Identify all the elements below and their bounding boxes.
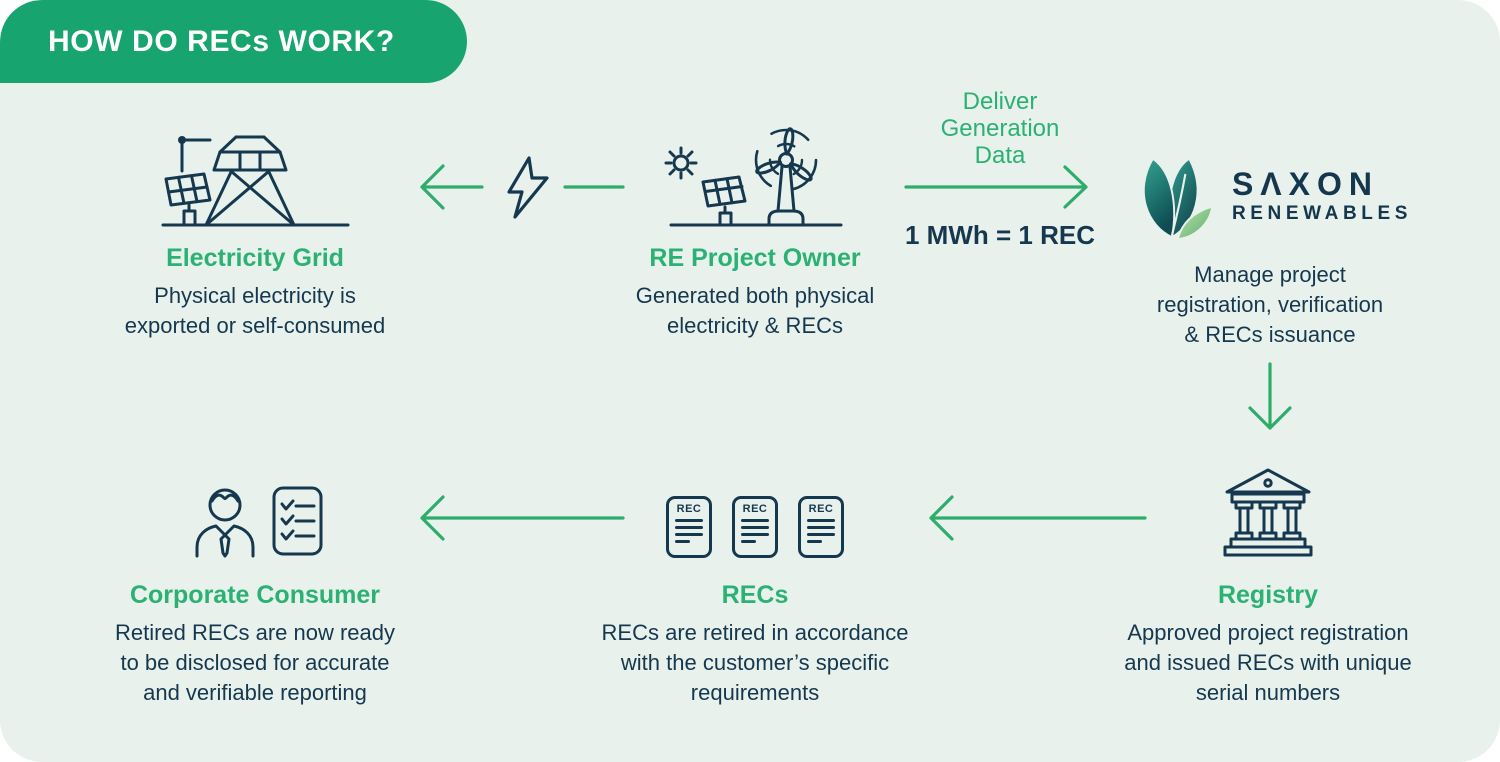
node-desc: RECs are retired in accordance with the … (601, 620, 909, 705)
registry-node: Registry Approved project registration a… (1088, 462, 1448, 708)
corporate-consumer-icon (75, 462, 435, 558)
electricity-grid-icon (75, 128, 435, 232)
node-desc: Approved project registration and issued… (1124, 620, 1412, 705)
deliver-generation-data-label: Deliver Generation Data (940, 88, 1060, 169)
node-desc: Generated both physical electricity & RE… (635, 283, 875, 338)
rec-certificate-icon: REC (666, 496, 712, 558)
grid-tower-solar-icon (161, 135, 349, 227)
re-project-owner-node: RE Project Owner Generated both physical… (575, 127, 935, 341)
page-title: HOW DO RECs WORK? (48, 24, 395, 58)
saxon-logo: SΛXON RENEWABLES (1090, 146, 1450, 246)
rec-certificate-icon: REC (798, 496, 844, 558)
brand-subname: RENEWABLES (1231, 202, 1413, 224)
person-checklist-icon (195, 486, 322, 558)
node-desc: Physical electricity is exported or self… (124, 283, 386, 338)
corporate-consumer-node: Corporate Consumer Retired RECs are now … (75, 462, 435, 708)
node-title: RE Project Owner (649, 244, 861, 272)
leaf-logo-icon (1142, 157, 1214, 241)
turbine-blades (754, 127, 813, 182)
arrow-registry-to-recs (929, 495, 1147, 541)
recs-node: REC REC REC RECs RECs are retired in acc… (575, 462, 935, 708)
arrow-to-registry (1248, 362, 1292, 430)
rec-certificate-icon: REC (732, 496, 778, 558)
lightning-icon (507, 156, 549, 219)
node-title: Corporate Consumer (129, 581, 381, 609)
arrow-recs-to-consumer (420, 495, 625, 541)
registry-icon (1088, 462, 1448, 558)
re-project-owner-icon (575, 127, 935, 232)
mwh-rec-conversion: 1 MWh = 1 REC (905, 220, 1095, 250)
node-title: Registry (1217, 581, 1319, 609)
saxon-renewables-node: SΛXON RENEWABLES Manage project registra… (1090, 146, 1450, 350)
brand-name: SΛXON (1231, 165, 1379, 202)
arrow-to-grid (420, 156, 625, 219)
node-desc: Retired RECs are now ready to be disclos… (114, 620, 395, 705)
recs-icons: REC REC REC (575, 462, 935, 558)
arrow-to-saxon (904, 165, 1088, 209)
sun-solar-turbine-icon (664, 127, 842, 227)
electricity-grid-node: Electricity Grid Physical electricity is… (75, 128, 435, 341)
node-title: Electricity Grid (166, 244, 344, 272)
node-desc: Manage project registration, verificatio… (1156, 262, 1384, 347)
bank-building-icon (1223, 468, 1313, 557)
node-title: RECs (721, 581, 789, 609)
saxon-wordmark: SΛXON RENEWABLES (1232, 168, 1412, 225)
header-badge: HOW DO RECs WORK? (0, 0, 467, 83)
